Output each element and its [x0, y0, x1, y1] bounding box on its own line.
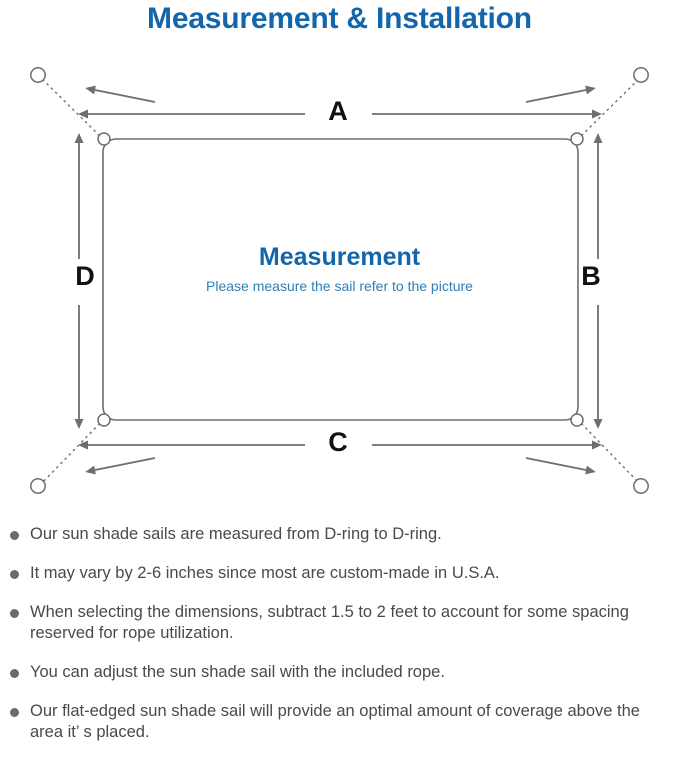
anchor-ring-bottom-left [30, 478, 46, 494]
sail-measurement-diagram [30, 67, 649, 494]
d-ring-top-right [570, 132, 584, 146]
note-text: When selecting the dimensions, subtract … [30, 603, 629, 642]
rope-line-bottom-left [39, 418, 105, 486]
diagram-center-subtitle: Please measure the sail refer to the pic… [206, 278, 473, 294]
notes-list: Our sun shade sails are measured from D-… [0, 524, 679, 761]
list-item: Our flat-edged sun shade sail will provi… [0, 701, 679, 743]
bullet-icon [10, 531, 19, 540]
install-arrow-top-right [525, 85, 596, 103]
bullet-icon [10, 708, 19, 717]
rope-line-top-left [39, 76, 105, 141]
dimension-label-d: D [75, 261, 95, 291]
diagram-center-title: Measurement [258, 243, 421, 271]
note-text: Our sun shade sails are measured from D-… [30, 525, 442, 543]
anchor-ring-top-left [30, 67, 46, 83]
list-item: When selecting the dimensions, subtract … [0, 602, 679, 644]
note-text: Our flat-edged sun shade sail will provi… [30, 702, 640, 741]
install-arrow-bottom-right [525, 457, 596, 475]
anchor-ring-bottom-right [633, 478, 649, 494]
list-item: Our sun shade sails are measured from D-… [0, 524, 679, 545]
dimension-label-a: A [328, 96, 348, 126]
install-arrow-bottom-left [85, 457, 156, 475]
bullet-icon [10, 609, 19, 618]
page-title: Measurement & Installation [147, 2, 532, 35]
sail-body-outline [102, 138, 579, 421]
rope-line-top-right [576, 76, 642, 141]
d-ring-top-left [97, 132, 111, 146]
d-ring-bottom-right [570, 413, 584, 427]
install-arrow-top-left [85, 85, 156, 103]
bullet-icon [10, 570, 19, 579]
list-item: It may vary by 2-6 inches since most are… [0, 563, 679, 584]
list-item: You can adjust the sun shade sail with t… [0, 662, 679, 683]
dimension-label-b: B [581, 261, 601, 291]
d-ring-bottom-left [97, 413, 111, 427]
dimension-label-c: C [328, 427, 348, 457]
note-text: It may vary by 2-6 inches since most are… [30, 564, 500, 582]
measurement-installation-infographic: Measurement & Installation [10, 2, 649, 741]
note-text: You can adjust the sun shade sail with t… [30, 663, 445, 681]
anchor-ring-top-right [633, 67, 649, 83]
bullet-icon [10, 669, 19, 678]
rope-line-bottom-right [576, 418, 642, 486]
